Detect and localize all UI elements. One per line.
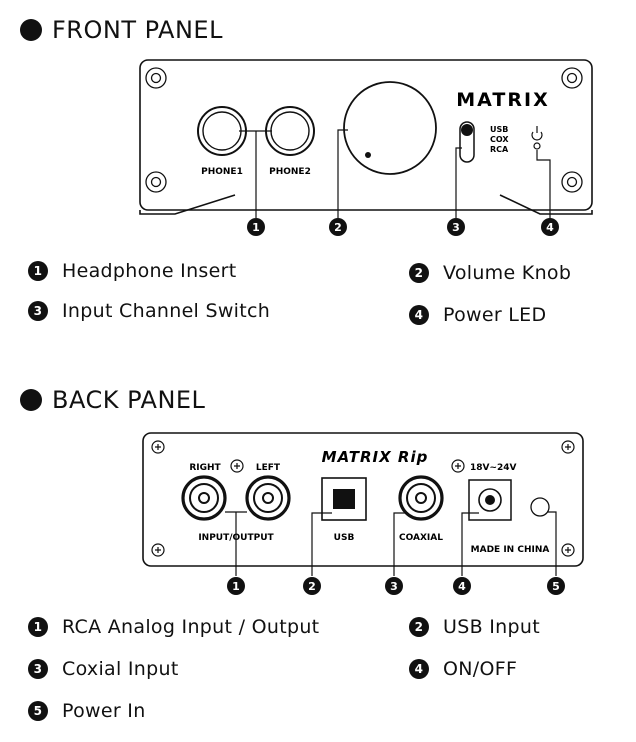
back-panel-body [142,432,584,567]
left-label: LEFT [256,463,281,473]
made-in-china-label: MADE IN CHINA [471,545,550,555]
switch-label-usb: USB [490,125,508,134]
number-badge: 4 [409,659,429,679]
coaxial-label: COAXIAL [399,533,443,543]
phone1-label: PHONE1 [201,167,243,177]
svg-text:4: 4 [458,580,466,593]
svg-text:2: 2 [308,580,316,593]
svg-text:1: 1 [232,580,240,593]
svg-text:2: 2 [334,221,342,234]
phone2-label: PHONE2 [269,167,311,177]
back-legend-item-1: 1 RCA Analog Input / Output [28,616,319,638]
legend-text: Headphone Insert [62,260,237,282]
svg-text:3: 3 [390,580,398,593]
number-badge: 3 [28,659,48,679]
headphone-jack-2 [265,106,315,156]
front-callout-lines [239,129,551,218]
switch-label-rca: RCA [490,145,509,154]
rca-jack-right [181,475,227,521]
screw-icon [451,459,465,473]
back-panel-heading: BACK PANEL [20,386,205,414]
front-panel-title: FRONT PANEL [52,16,223,44]
legend-text: Power In [62,700,146,722]
screw-icon [230,459,244,473]
svg-text:3: 3 [452,221,460,234]
rca-jack-left [245,475,291,521]
power-icon [531,126,543,141]
front-brand-logo: MATRIX [456,89,549,111]
number-badge: 1 [28,261,48,281]
svg-text:4: 4 [546,221,554,234]
back-panel-title: BACK PANEL [52,386,206,414]
front-callout-1: 1 [247,218,265,236]
back-callout-3: 3 [385,577,403,595]
back-legend-item-5: 5 Power In [28,700,146,722]
usb-port [321,477,367,521]
screw-icon [561,67,583,89]
front-legend-item-2: 2 Volume Knob [409,262,571,284]
screw-icon [561,543,575,557]
dc-power-jack [468,479,512,521]
voltage-label: 18V~24V [470,463,517,473]
input-channel-switch [459,121,475,163]
usb-label: USB [334,533,355,543]
right-label: RIGHT [189,463,221,473]
back-screws [151,440,575,557]
front-legend-item-4: 4 Power LED [409,304,546,326]
screw-icon [151,440,165,454]
legend-text: USB Input [443,616,540,638]
coaxial-jack [398,475,444,521]
back-brand-logo: MATRIX Rip [322,448,429,466]
number-badge: 4 [409,305,429,325]
front-callout-3: 3 [447,218,465,236]
front-screws [145,67,583,193]
screw-icon [561,440,575,454]
svg-text:5: 5 [552,580,560,593]
back-callout-4: 4 [453,577,471,595]
front-panel-body [139,59,593,215]
screw-icon [561,171,583,193]
screw-icon [145,171,167,193]
legend-text: Volume Knob [443,262,572,284]
back-callout-2: 2 [303,577,321,595]
bullet-dot-icon [20,19,42,41]
front-legend-item-1: 1 Headphone Insert [28,260,236,282]
legend-text: Coxial Input [62,658,179,680]
screw-icon [151,543,165,557]
back-callout-1: 1 [227,577,245,595]
front-panel-heading: FRONT PANEL [20,16,223,44]
back-legend-item-2: 2 USB Input [409,616,540,638]
back-legend-item-4: 4 ON/OFF [409,658,517,680]
number-badge: 1 [28,617,48,637]
front-legend-item-3: 3 Input Channel Switch [28,300,270,322]
legend-text: ON/OFF [443,658,518,680]
bullet-dot-icon [20,389,42,411]
volume-knob [343,81,437,175]
legend-text: RCA Analog Input / Output [62,616,320,638]
power-led [533,142,541,150]
number-badge: 3 [28,301,48,321]
screw-icon [145,67,167,89]
back-callout-lines [225,511,557,576]
legend-text: Input Channel Switch [62,300,271,322]
headphone-jack-1 [197,106,247,156]
front-callout-4: 4 [541,218,559,236]
front-callout-2: 2 [329,218,347,236]
legend-text: Power LED [443,304,547,326]
number-badge: 2 [409,617,429,637]
number-badge: 2 [409,263,429,283]
back-legend-item-3: 3 Coxial Input [28,658,179,680]
switch-label-cox: COX [490,135,509,144]
number-badge: 5 [28,701,48,721]
back-callout-5: 5 [547,577,565,595]
power-switch [530,497,550,517]
svg-text:1: 1 [252,221,260,234]
